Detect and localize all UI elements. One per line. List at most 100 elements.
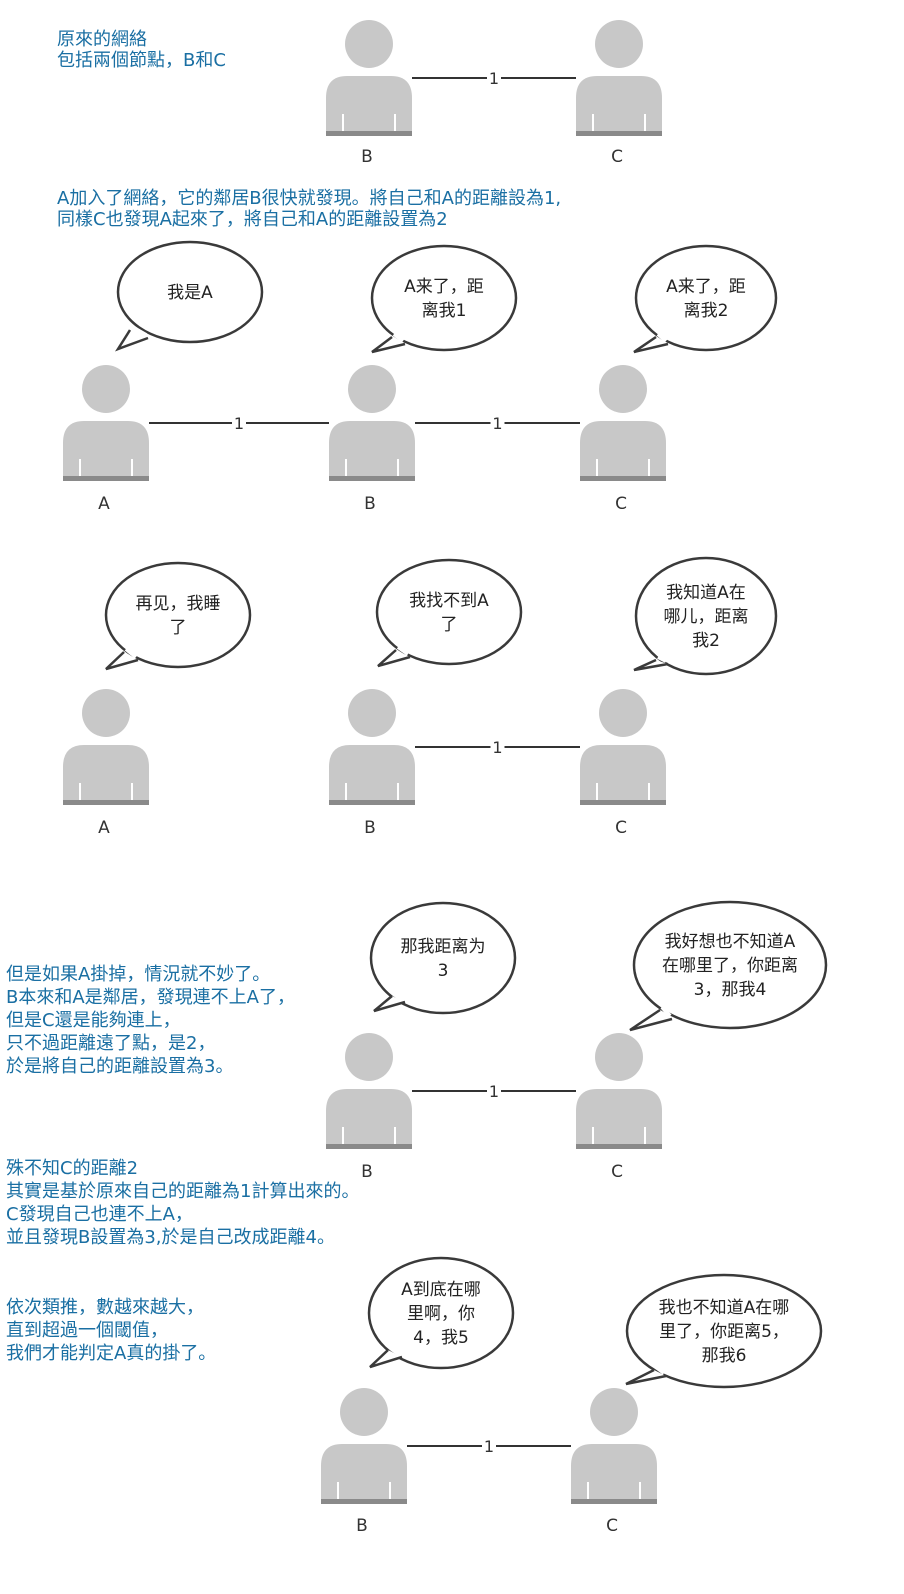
caption-line: 原來的網絡 [57, 29, 147, 50]
bubble-text: 那我距离为 [401, 937, 486, 957]
edge-B-C: 1 [415, 414, 580, 433]
caption-line: 直到超過一個閾值， [6, 1320, 168, 1341]
bubble-text: 在哪里了，你距离 [662, 956, 798, 976]
caption-line: 同樣C也發現A起來了，將自己和A的距離設置為2 [57, 209, 448, 230]
edge-B-C: 1 [412, 69, 576, 88]
bubble-text: A来了，距 [404, 277, 484, 297]
bubble-text: 里了，你距离5， [659, 1322, 789, 1342]
caption-line: 於是將自己的距離設置為3。 [6, 1056, 234, 1077]
bubble-text: 了 [170, 618, 187, 638]
person-icon [329, 365, 415, 481]
node-label: C [611, 1162, 623, 1182]
person-icon [576, 1033, 662, 1149]
bubble-text: A来了，距 [666, 277, 746, 297]
node-label: C [615, 818, 627, 838]
bubble-text: 4，我5 [413, 1328, 469, 1348]
node-label: C [615, 494, 627, 514]
node-label: C [611, 147, 623, 167]
caption-intro: 原來的網絡 包括兩個節點，B和C [57, 29, 226, 71]
caption-conclusion: 依次類推，數越來越大， 直到超過一個閾值， 我們才能判定A真的掛了。 [6, 1296, 216, 1365]
speech-bubble: 再见，我睡了 [104, 561, 252, 671]
node-C: C [580, 365, 666, 514]
caption-line: 但是如果A掛掉，情況就不妙了。 [6, 964, 271, 985]
caption-line: 依次類推，數越來越大， [6, 1297, 204, 1318]
node-B: B [326, 1033, 412, 1182]
person-icon [571, 1388, 657, 1504]
bubble-text: 我找不到A [409, 591, 489, 611]
node-label: C [606, 1516, 618, 1536]
bubble-text: 我2 [692, 631, 720, 651]
bubble-text: 离我2 [684, 301, 729, 321]
bubble-text: 我知道A在 [666, 583, 746, 603]
bubble-text: 我是A [167, 283, 213, 303]
node-C: C [580, 689, 666, 838]
node-B: B [329, 689, 415, 838]
person-icon [326, 1033, 412, 1149]
caption-line: 只不過距離遠了點，是2， [6, 1033, 216, 1054]
person-icon [580, 365, 666, 481]
node-B: B [329, 365, 415, 514]
speech-bubble: 我是A [114, 240, 264, 352]
bubble-text: 再见，我睡 [136, 594, 221, 614]
person-icon [329, 689, 415, 805]
bubble-text: 3 [438, 961, 449, 981]
node-label: B [364, 494, 376, 514]
caption-line: C發現自己也連不上A， [6, 1204, 193, 1225]
edge-B-C: 1 [412, 1082, 576, 1101]
node-A: A [63, 365, 149, 514]
person-icon [63, 365, 149, 481]
caption-line: 並且發現B設置為3,於是自己改成距離4。 [6, 1227, 335, 1248]
caption-join: A加入了網絡，它的鄰居B很快就發現。將自己和A的距離設為1, 同樣C也發現A起來… [57, 188, 561, 230]
caption-line: B本來和A是鄰居，發現連不上A了， [6, 987, 295, 1008]
person-icon [321, 1388, 407, 1504]
node-label: B [364, 818, 376, 838]
caption-unaware: 殊不知C的距離2 其實是基於原來自己的距離為1計算出來的。 C發現自己也連不上A… [6, 1157, 359, 1249]
edge-weight-label: 1 [484, 1437, 494, 1456]
person-icon [326, 20, 412, 136]
speech-bubble: 我找不到A 了 [375, 558, 523, 668]
bubble-text: 3，那我4 [694, 980, 767, 1000]
scene-4: 1B C 那我距离为 3 我好想也不知道A 在哪里了，你距离 3，那我4 [326, 900, 828, 1182]
edge-weight-label: 1 [234, 414, 244, 433]
person-icon [63, 689, 149, 805]
person-icon [576, 20, 662, 136]
person-icon [580, 689, 666, 805]
node-C: C [576, 1033, 662, 1182]
bubble-text: 我好想也不知道A [665, 932, 796, 952]
caption-line: A加入了網絡，它的鄰居B很快就發現。將自己和A的距離設為1, [57, 188, 562, 209]
bubble-text: 哪儿，距离 [664, 607, 749, 627]
caption-line: 但是C還是能夠連上， [6, 1010, 181, 1031]
bubble-text: 我也不知道A在哪 [659, 1298, 790, 1318]
bubble-text: 那我6 [702, 1346, 747, 1366]
edge-weight-label: 1 [492, 414, 502, 433]
caption-line: 我們才能判定A真的掛了。 [6, 1343, 217, 1364]
bubble-text: 了 [441, 615, 458, 635]
edge-weight-label: 1 [492, 738, 502, 757]
bubble-text: A到底在哪 [401, 1280, 481, 1300]
caption-line: 其實是基於原來自己的距離為1計算出來的。 [6, 1181, 360, 1202]
caption-line: 殊不知C的距離2 [6, 1158, 139, 1179]
node-label: B [361, 1162, 373, 1182]
node-C: C [576, 20, 662, 167]
edge-B-C: 1 [407, 1437, 571, 1456]
bubble-text: 离我1 [422, 301, 467, 321]
node-B: B [321, 1388, 407, 1536]
speech-bubble: 我好想也不知道A 在哪里了，你距离 3，那我4 [629, 900, 828, 1032]
bubble-text: 里啊，你 [407, 1304, 475, 1324]
scene-1: 1B C [326, 20, 662, 167]
caption-line: 包括兩個節點，B和C [57, 50, 226, 71]
node-B: B [326, 20, 412, 167]
node-label: B [361, 147, 373, 167]
node-label: B [356, 1516, 368, 1536]
node-label: A [98, 494, 110, 514]
node-C: C [571, 1388, 657, 1536]
edge-A-B: 1 [149, 414, 329, 433]
